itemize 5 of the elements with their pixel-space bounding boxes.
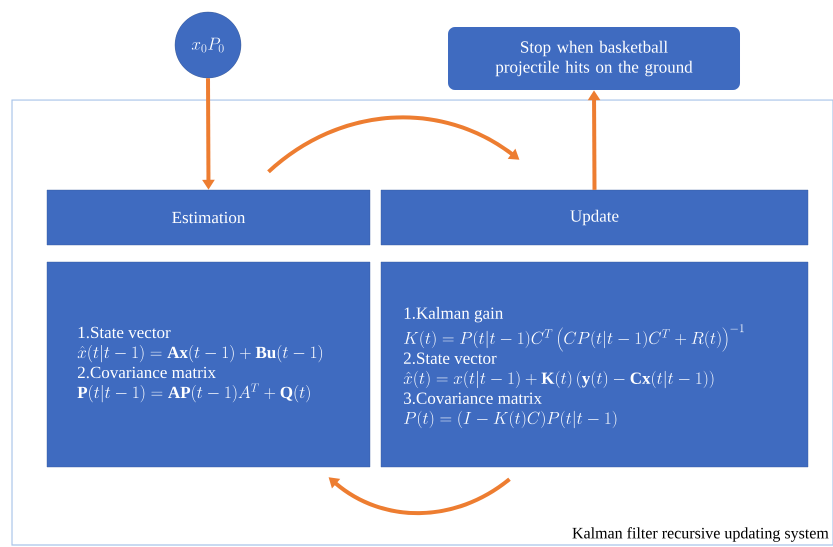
stop-box: Stop when basketball projectile hits on the ground <box>448 27 740 90</box>
stage-header-box: Update <box>380 190 808 246</box>
formula-box: 1.Kalman gain $K(t)=P(t|t-1)C^{T}\left(CP(t|t-1)C^{T}+R(t)\right)^{-1}$ 2.State vector $\hat{x}(t)=x(t|t-1)+\mathbf{K}(t)\left(\mathbf{y}(t)-\mathbf{Cx}(t|t-1)\right)$ 3.Covariance matrix $P(t)=(I-K(t)C)P(t|t-1)$ <box>380 262 808 468</box>
formula-box: 1.State vector $\hat{x}(t|t-1)=\mathbf{Ax}(t-1)+\mathbf{Bu}(t-1)$ 2.Covariance matrix $\mathbf{P}(t|t-1)=\mathbf{AP}(t-1)A^{T}+\mathbf{Q}(t)$ <box>46 262 370 468</box>
stage-header-box: Estimation <box>46 190 370 246</box>
